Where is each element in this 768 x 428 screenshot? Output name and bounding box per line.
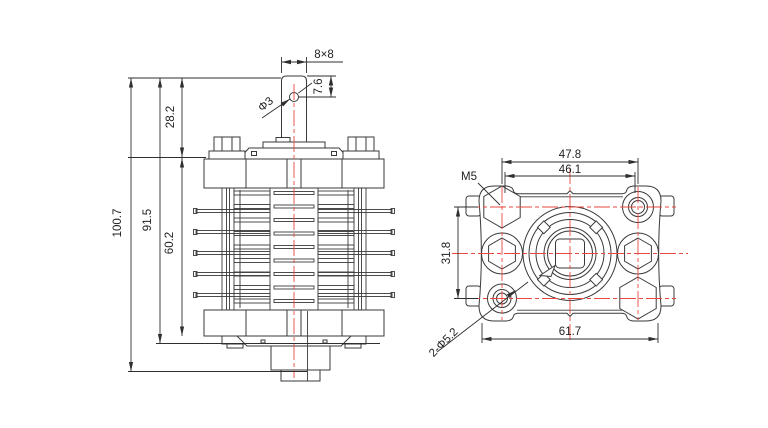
bolt-left [208, 136, 246, 160]
dim-shaft-section: 8×8 [314, 49, 334, 61]
tab-bottom-right [658, 285, 675, 307]
dim-bolt-spacing-h: 47.8 [559, 149, 581, 161]
output-boss [270, 345, 331, 371]
tab-bottom-left [465, 285, 482, 307]
dim-face-width: 46.1 [559, 164, 581, 176]
dim-bolt-spacing-v: 31.8 [441, 242, 453, 264]
dim-shaft-hole-offset: 7.6 [313, 79, 325, 95]
dim-screw-thread: M5 [461, 171, 477, 183]
side-view-dim-labels: 8×8 7.6 Φ3 28.2 60.2 91.5 100.7 [112, 49, 334, 254]
keyway-pointer [538, 264, 556, 278]
side-view-arrowheads [128, 59, 334, 372]
dim-shaft-height: 28.2 [165, 106, 177, 128]
front-view: 47.8 46.1 M5 31.8 2-Φ5.2 61.7 [427, 149, 688, 360]
bolt-right [342, 136, 380, 160]
shaft-step [275, 137, 291, 143]
dim-overall-width: 61.7 [559, 326, 581, 338]
dim-shaft-hole-dia: Φ3 [256, 95, 276, 114]
dim-overall-height: 100.7 [112, 209, 124, 238]
side-view: 8×8 7.6 Φ3 28.2 60.2 91.5 100.7 [112, 49, 395, 382]
output-boss-tip [280, 369, 321, 382]
front-view-centerlines [452, 168, 688, 340]
dim-body-height: 91.5 [142, 209, 154, 231]
front-view-arrowheads [455, 159, 658, 342]
dim-stack-height: 60.2 [164, 232, 176, 254]
dim-through-holes: 2-Φ5.2 [427, 326, 461, 360]
